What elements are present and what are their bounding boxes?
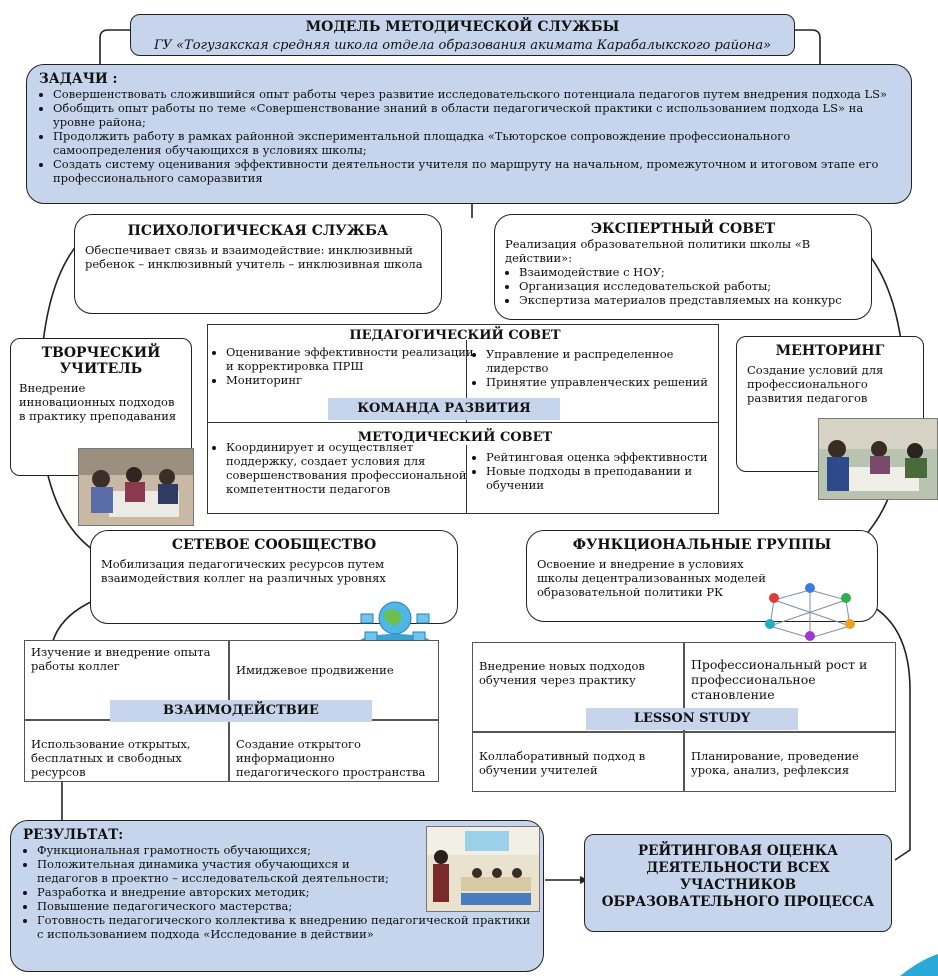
- divider: [207, 422, 719, 423]
- result-list: Функциональная грамотность обучающихся; …: [23, 843, 537, 941]
- expert-list: Взаимодействие с НОУ; Организация исслед…: [505, 265, 861, 307]
- expert-council-box: ЭКСПЕРТНЫЙ СОВЕТ Реализация образователь…: [494, 214, 872, 320]
- tasks-box: ЗАДАЧИ : Совершенствовать сложившийся оп…: [26, 64, 912, 204]
- rating-text: РЕЙТИНГОВАЯ ОЦЕНКА ДЕЯТЕЛЬНОСТИ ВСЕХ УЧА…: [601, 843, 875, 910]
- tasks-list: Совершенствовать сложившийся опыт работы…: [39, 87, 899, 185]
- psych-title: ПСИХОЛОГИЧЕСКАЯ СЛУЖБА: [127, 223, 389, 239]
- teachers-photo: [78, 448, 194, 526]
- header-box: МОДЕЛЬ МЕТОДИЧЕСКОЙ СЛУЖБЫ ГУ «Тогузакск…: [130, 14, 795, 56]
- list-item: Совершенствовать сложившийся опыт работы…: [53, 87, 899, 101]
- list-item: Готовность педагогического коллектива к …: [37, 913, 537, 941]
- result-title: РЕЗУЛЬТАТ:: [23, 827, 124, 843]
- result-box: РЕЗУЛЬТАТ: Функциональная грамотность об…: [10, 820, 544, 972]
- interaction-label: ВЗАИМОДЕЙСТВИЕ: [110, 700, 372, 722]
- mentoring-photo: [818, 418, 938, 500]
- list-item: Обобщить опыт работы по теме «Совершенст…: [53, 101, 899, 129]
- list-item: Повышение педагогического мастерства;: [37, 899, 537, 913]
- creative-text: Внедрение инновационных подходов в практ…: [19, 381, 177, 423]
- lesson-study-cell-br: Планирование, проведение урока, анализ, …: [684, 732, 896, 792]
- psych-service-box: ПСИХОЛОГИЧЕСКАЯ СЛУЖБА Обеспечивает связ…: [74, 214, 442, 314]
- list-item: Оценивание эффективности реализации и ко…: [226, 345, 474, 373]
- classroom-photo: [426, 826, 540, 912]
- network-text: Мобилизация педагогических ресурсов путе…: [101, 557, 386, 585]
- network-title: СЕТЕВОЕ СООБЩЕСТВО: [171, 537, 377, 553]
- list-item: Положительная динамика участия обучающих…: [37, 857, 407, 885]
- list-item: Экспертиза материалов представляемых на …: [519, 293, 861, 307]
- divider: [466, 445, 467, 514]
- list-item: Мониторинг: [226, 373, 474, 387]
- tasks-title: ЗАДАЧИ :: [39, 71, 118, 87]
- functional-groups-box: ФУНКЦИОНАЛЬНЫЕ ГРУППЫ Освоение и внедрен…: [526, 530, 878, 622]
- lesson-study-cell-tl: Внедрение новых подходов обучения через …: [472, 642, 684, 732]
- mentoring-title: МЕНТОРИНГ: [775, 343, 885, 359]
- method-council-right-list: Рейтинговая оценка эффективности Новые п…: [472, 450, 726, 492]
- method-council-left-list: Координирует и осуществляет поддержку, с…: [212, 440, 476, 496]
- lesson-study-label: LESSON STUDY: [586, 708, 798, 730]
- ped-council-right-list: Управление и распределенное лидерство Пр…: [472, 347, 726, 389]
- lesson-study-cell-bl: Коллаборативный подход в обучении учител…: [472, 732, 684, 792]
- divider: [466, 340, 467, 422]
- method-council-title: МЕТОДИЧЕСКИЙ СОВЕТ: [357, 430, 553, 445]
- rating-box: РЕЙТИНГОВАЯ ОЦЕНКА ДЕЯТЕЛЬНОСТИ ВСЕХ УЧА…: [584, 834, 892, 932]
- func-groups-title: ФУНКЦИОНАЛЬНЫЕ ГРУППЫ: [572, 537, 832, 553]
- list-item: Принятие управленческих решений: [486, 375, 726, 389]
- corner-swoosh-icon: [900, 954, 938, 976]
- psych-text: Обеспечивает связь и взаимодействие: инк…: [85, 243, 423, 271]
- page-title: МОДЕЛЬ МЕТОДИЧЕСКОЙ СЛУЖБЫ: [305, 19, 620, 35]
- page-subtitle: ГУ «Тогузакская средняя школа отдела обр…: [153, 38, 772, 53]
- list-item: Продолжить работу в рамках районной эксп…: [53, 129, 899, 157]
- interaction-cell-br: Создание открытого информационно педагог…: [229, 720, 439, 782]
- ped-council-left-list: Оценивание эффективности реализации и ко…: [212, 345, 474, 387]
- ped-council-title: ПЕДАГОГИЧЕСКИЙ СОВЕТ: [349, 328, 561, 343]
- dev-team-label: КОМАНДА РАЗВИТИЯ: [328, 398, 560, 420]
- list-item: Взаимодействие с НОУ;: [519, 265, 861, 279]
- list-item: Создать систему оценивания эффективности…: [53, 157, 899, 185]
- list-item: Организация исследовательской работы;: [519, 279, 861, 293]
- list-item: Управление и распределенное лидерство: [486, 347, 726, 375]
- list-item: Координирует и осуществляет поддержку, с…: [226, 440, 476, 496]
- people-network-icon: [765, 583, 855, 641]
- list-item: Новые подходы в преподавании и обучении: [486, 464, 726, 492]
- list-item: Разработка и внедрение авторских методик…: [37, 885, 537, 899]
- list-item: Функциональная грамотность обучающихся;: [37, 843, 407, 857]
- creative-title: ТВОРЧЕСКИЙ УЧИТЕЛЬ: [41, 345, 161, 377]
- interaction-cell-bl: Использование открытых, бесплатных и сво…: [24, 720, 229, 782]
- mentoring-text: Создание условий для профессионального р…: [747, 363, 884, 405]
- expert-title: ЭКСПЕРТНЫЙ СОВЕТ: [590, 221, 776, 237]
- expert-intro: Реализация образовательной политики школ…: [505, 237, 811, 265]
- list-item: Рейтинговая оценка эффективности: [486, 450, 726, 464]
- func-groups-text: Освоение и внедрение в условиях школы де…: [537, 557, 766, 599]
